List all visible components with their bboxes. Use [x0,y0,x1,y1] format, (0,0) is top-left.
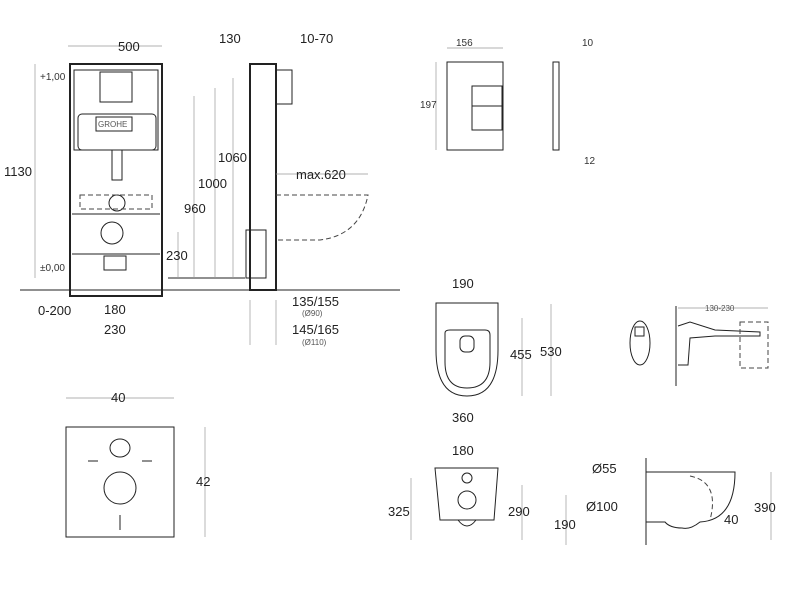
dim-back-bolts: 180 [452,443,474,458]
dim-pipe110-diameter: (Ø110) [302,338,327,347]
dim-pad-height: 42 [196,474,210,489]
level-floor-label: ±0,00 [40,263,65,274]
sound-pad-view [65,397,206,538]
dim-frame-height: 1130 [4,164,32,179]
dim-plate-depth: 12 [584,156,596,167]
dim-frame-width: 500 [118,39,140,54]
bracket-view [629,306,769,386]
dim-pipe90: 135/155 [292,294,339,309]
dim-180-bolts: 180 [104,302,126,317]
bowl-side-view [565,458,772,545]
dim-offset: 0-200 [38,303,71,318]
dim-960: 960 [184,201,206,216]
dim-bracket-range: 130-230 [705,304,735,313]
dim-d55: Ø55 [592,461,617,476]
dim-plate-thickness: 10 [582,38,594,49]
dim-230-width: 230 [104,322,126,337]
dim-190-height: 190 [554,517,576,532]
dim-bowl-width: 360 [452,410,474,425]
dim-pad-width: 40 [111,390,125,405]
dim-390: 390 [754,500,776,515]
dim-plate-width: 156 [456,38,473,49]
dim-max-bowl: max.620 [296,167,346,182]
dim-1060: 1060 [218,150,247,165]
dim-pipe90-diameter: (Ø90) [302,309,323,318]
dim-d100: Ø100 [586,499,618,514]
dim-seat-length: 455 [510,347,532,362]
dim-40-rim: 40 [724,512,738,527]
dim-bowl-bolts: 190 [452,276,474,291]
dim-290: 290 [508,504,530,519]
front-frame-view: GROHE [20,45,400,297]
side-frame-view [245,63,369,345]
bowl-top-view [435,302,552,397]
dim-pipe110: 145/165 [292,322,339,337]
grohe-logo: GROHE [98,120,127,129]
flush-plate-view [435,47,560,151]
dim-wall: 10-70 [300,31,333,46]
dim-bowl-length: 530 [540,344,562,359]
level-top-label: +1,00 [40,72,66,83]
bowl-back-view [410,467,523,540]
dim-325: 325 [388,504,410,519]
dim-depth: 130 [219,31,241,46]
dim-230-height: 230 [166,248,188,263]
dim-1000: 1000 [198,176,227,191]
dim-plate-height: 197 [420,100,437,111]
